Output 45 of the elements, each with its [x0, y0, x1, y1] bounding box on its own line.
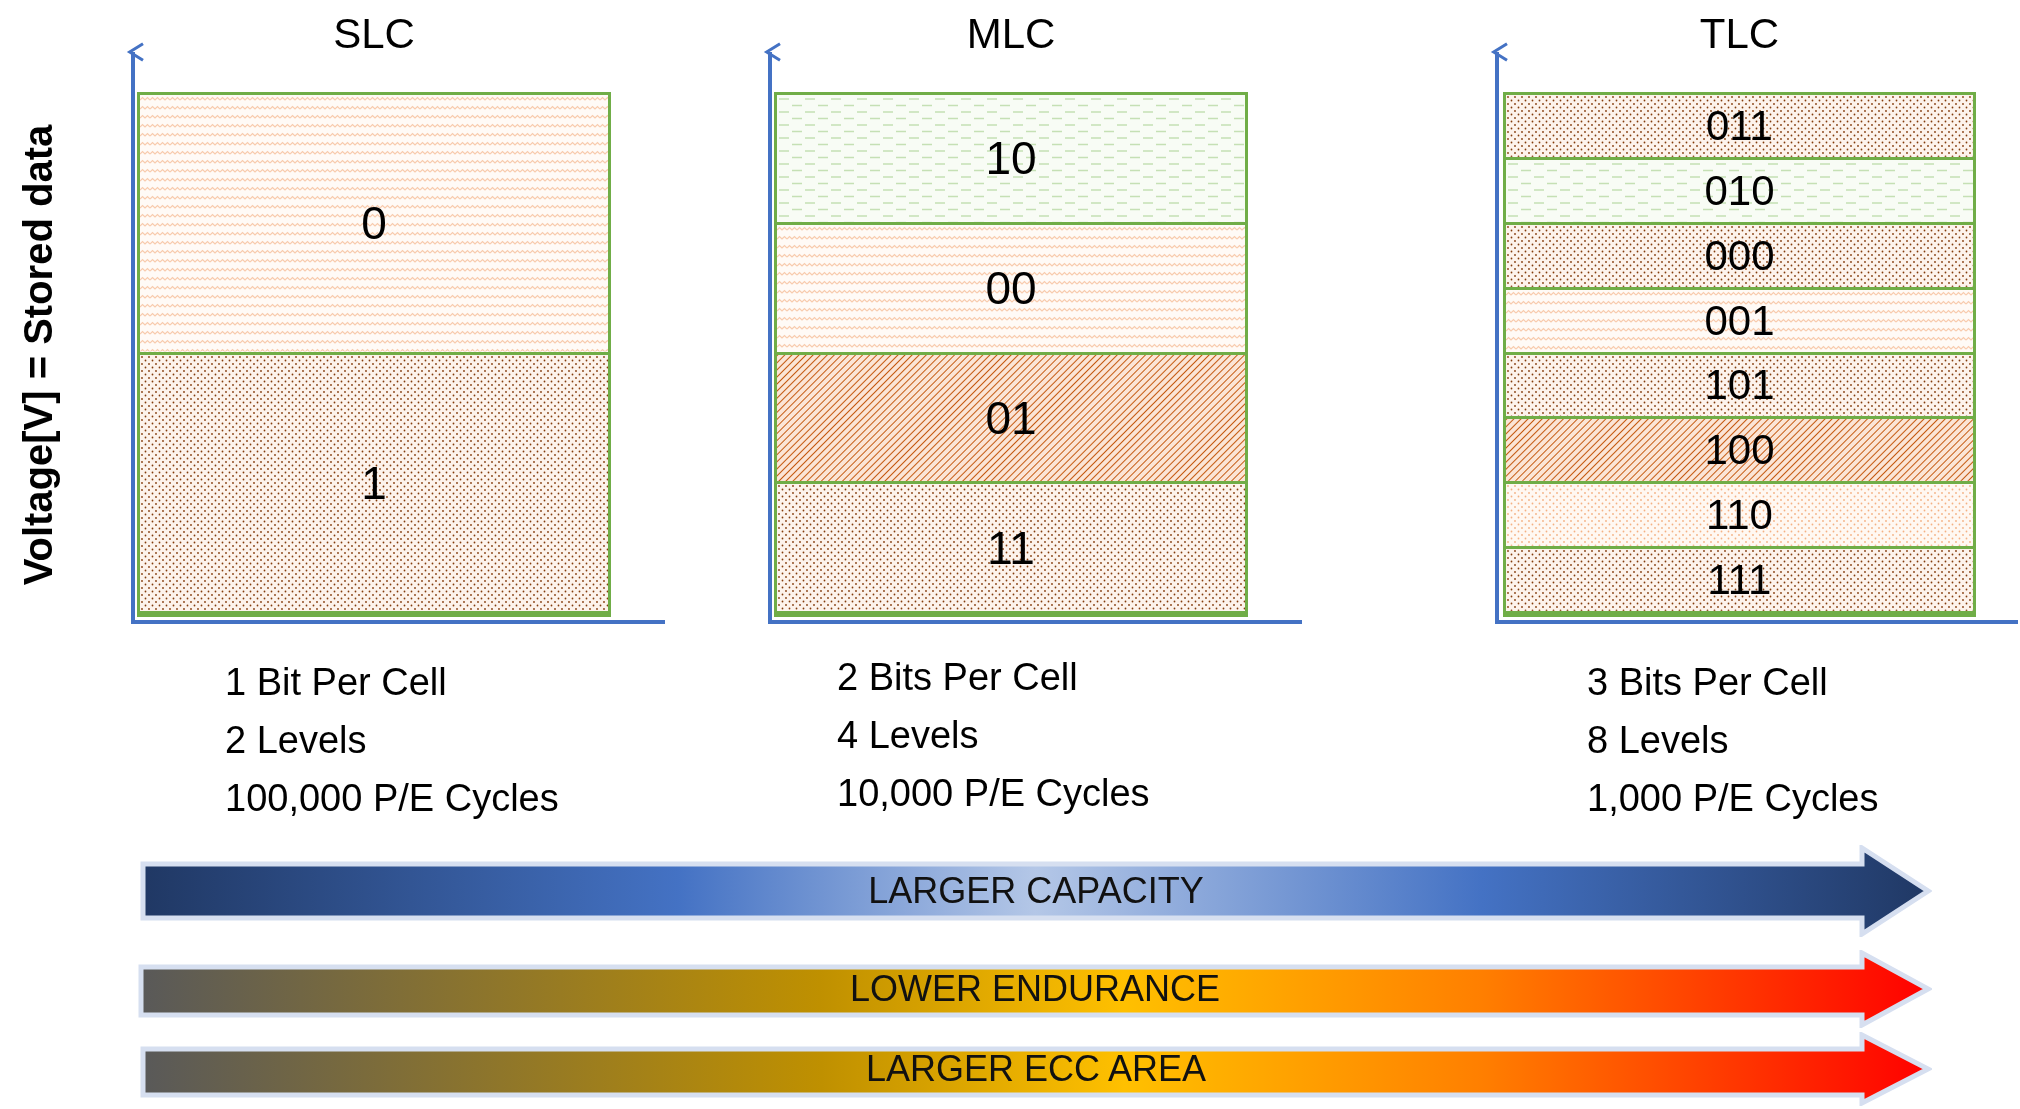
level-band	[777, 95, 1245, 225]
bit-value: 010	[1704, 169, 1775, 212]
cell-spec: 10,000 P/E Cycles	[837, 771, 1150, 815]
level-band	[1506, 159, 1973, 225]
level-band	[777, 484, 1245, 614]
trend-banner	[138, 950, 1932, 1028]
column-title: SLC	[332, 13, 416, 55]
level-band	[1506, 549, 1973, 614]
bit-value: 000	[1704, 234, 1775, 277]
arrow-label: LOWER ENDURANCE	[849, 971, 1220, 1007]
cell-spec: 1,000 P/E Cycles	[1587, 776, 1879, 820]
trend-banner	[140, 1032, 1932, 1106]
cell-spec: 100,000 P/E Cycles	[225, 776, 559, 820]
arrow-label: LARGER ECC AREA	[865, 1051, 1207, 1087]
cell-spec: 2 Levels	[225, 718, 368, 762]
cell-spec: 4 Levels	[837, 713, 980, 757]
level-band	[1506, 484, 1973, 550]
bit-value: 001	[1704, 299, 1775, 342]
bit-value: 11	[987, 524, 1035, 571]
cell-spec: 3 Bits Per Cell	[1587, 660, 1829, 704]
cell-spec: 1 Bit Per Cell	[225, 660, 448, 704]
cell-spec: 2 Bits Per Cell	[837, 655, 1079, 699]
arrow-label: LARGER CAPACITY	[868, 873, 1204, 909]
bit-value: 10	[985, 135, 1037, 182]
level-band	[1506, 95, 1973, 160]
trend-banner	[140, 845, 1932, 937]
level-band	[1506, 289, 1973, 355]
level-band	[1506, 224, 1973, 290]
level-band	[1506, 354, 1973, 420]
column-title: TLC	[1698, 13, 1781, 55]
cell-spec: 8 Levels	[1587, 718, 1730, 762]
bit-value: 00	[985, 265, 1037, 312]
bit-value: 0	[361, 200, 387, 247]
bit-value: 111	[1707, 559, 1772, 602]
level-band	[1506, 419, 1973, 485]
level-band	[777, 354, 1245, 485]
bit-value: 110	[1706, 494, 1773, 537]
level-band	[777, 224, 1245, 355]
level-band	[140, 354, 608, 614]
axis-label: Voltage[V] = Stored data	[18, 124, 58, 586]
bit-value: 1	[361, 459, 387, 506]
bit-value: 011	[1706, 104, 1773, 147]
level-band	[140, 95, 608, 355]
bit-value: 101	[1704, 364, 1775, 407]
column-title: MLC	[965, 13, 1057, 55]
